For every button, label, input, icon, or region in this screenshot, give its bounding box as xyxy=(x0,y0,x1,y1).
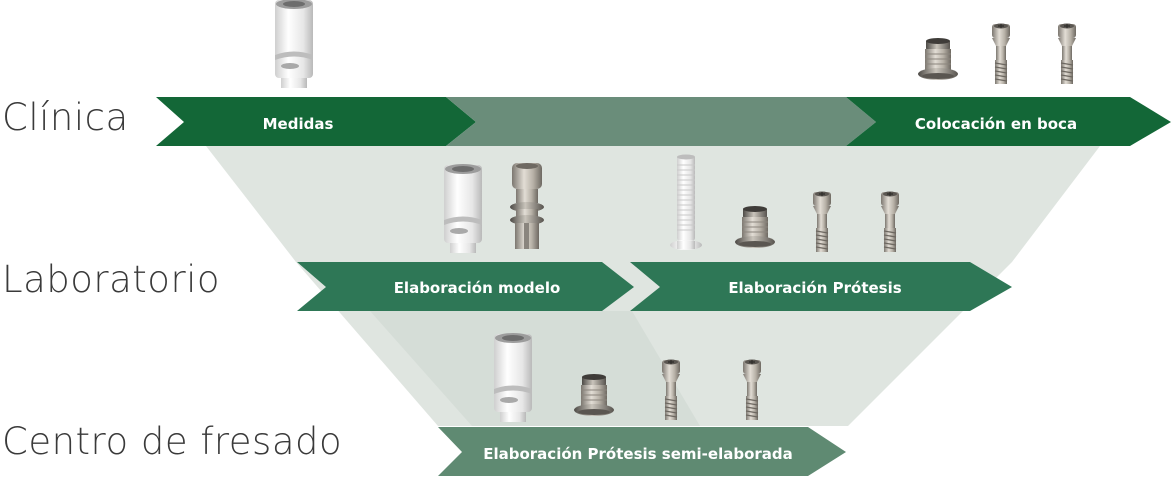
arrow-label-medidas: Medidas xyxy=(263,115,334,133)
row-label-centro-fresado: Centro de fresado xyxy=(2,420,343,463)
arrow-transition xyxy=(446,97,876,146)
arrow-medidas xyxy=(156,97,476,146)
arrow-elaboracion-protesis xyxy=(630,262,1012,311)
impression-coping-icon xyxy=(444,164,482,253)
abutment-base-icon xyxy=(917,37,959,81)
prosthetic-screw-icon xyxy=(991,22,1011,85)
arrow-label-protesis-semi-elaborada: Elaboración Prótesis semi-elaborada xyxy=(483,445,793,463)
prosthetic-screw-icon xyxy=(1057,22,1077,85)
arrow-label-elaboracion-modelo: Elaboración modelo xyxy=(394,279,561,297)
row-label-clinica: Clínica xyxy=(2,96,129,139)
impression-coping-icon xyxy=(494,333,532,422)
funnel-lower xyxy=(370,311,700,426)
arrow-colocacion xyxy=(846,97,1171,146)
implant-analog-icon xyxy=(510,163,544,249)
arrow-label-elaboracion-protesis: Elaboración Prótesis xyxy=(728,279,901,297)
arrow-elaboracion-modelo xyxy=(297,262,634,311)
impression-coping-icon xyxy=(275,0,313,88)
row-label-laboratorio: Laboratorio xyxy=(2,258,221,301)
arrow-protesis-semi-elaborada xyxy=(438,427,846,476)
funnel-upper xyxy=(206,146,1100,262)
arrow-label-colocacion: Colocación en boca xyxy=(915,115,1077,133)
